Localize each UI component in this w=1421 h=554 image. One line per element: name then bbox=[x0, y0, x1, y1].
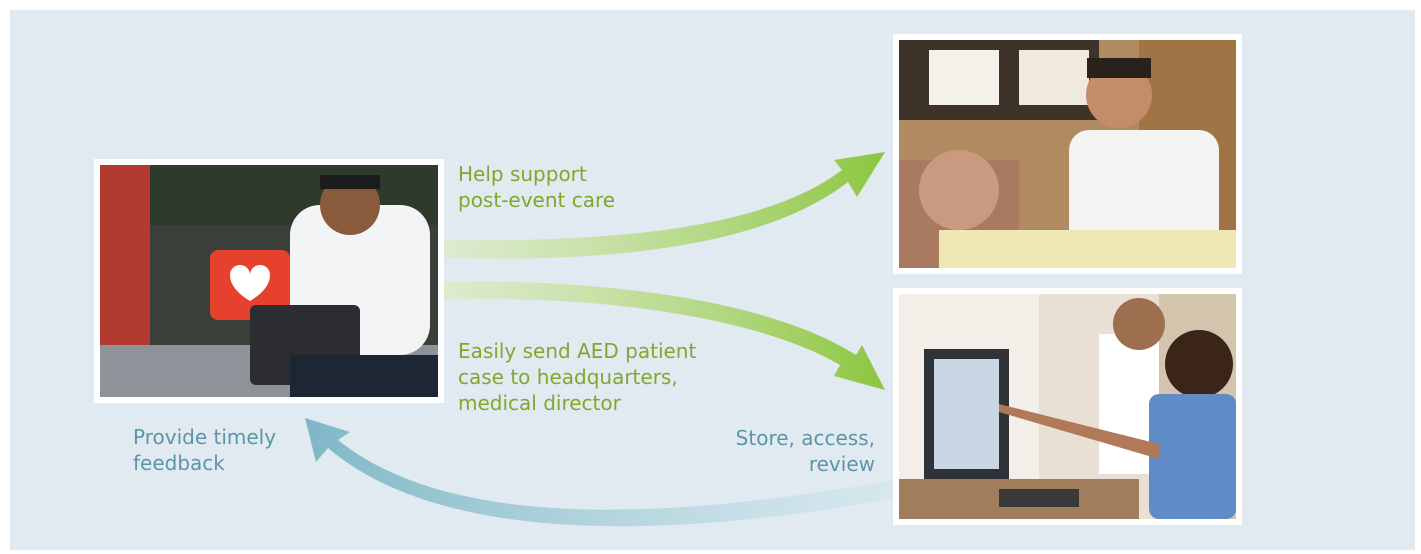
photo-doctor-patient bbox=[893, 34, 1242, 274]
arrow-to-headquarters bbox=[443, 281, 885, 390]
arrow-provide-feedback bbox=[305, 418, 895, 527]
label-provide-feedback: Provide timely feedback bbox=[133, 425, 277, 475]
label-easily-send: Easily send AED patient case to headquar… bbox=[458, 339, 697, 415]
label-store-access-review: Store, access, review bbox=[735, 426, 875, 476]
arrow-to-post-event-care bbox=[443, 152, 885, 259]
label-help-support: Help support post-event care bbox=[458, 162, 616, 212]
photo-paramedic-laptop bbox=[94, 159, 444, 403]
photo-nurses-computer bbox=[893, 288, 1242, 525]
